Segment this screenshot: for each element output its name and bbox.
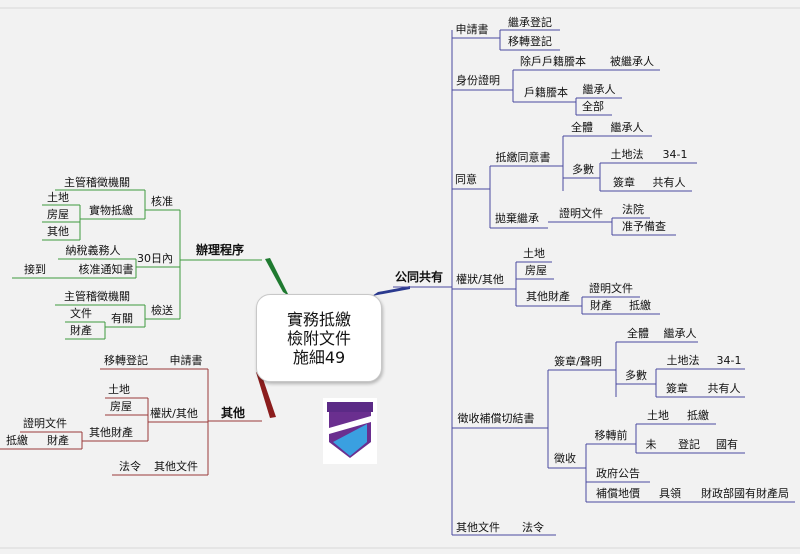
node-bureau[interactable]: 財政部國有財產局 [701, 487, 789, 500]
node-agreement[interactable]: 抵繳同意書 [495, 151, 551, 164]
node-apply-inherit[interactable]: 繼承登記 [508, 16, 552, 29]
node-in-kind[interactable]: 實物抵繳 [89, 204, 133, 217]
node-deed[interactable]: 權狀/其他 [456, 273, 504, 286]
node-other-offset[interactable]: 抵繳 [6, 434, 28, 447]
node-other-apply[interactable]: 申請書 [169, 354, 203, 367]
node-consent-coowner[interactable]: 共有人 [652, 176, 686, 189]
node-other-proof[interactable]: 證明文件 [23, 417, 67, 430]
node-apply-transfer[interactable]: 移轉登記 [508, 35, 552, 48]
node-consent-majority[interactable]: 多數 [572, 163, 594, 176]
node-identity[interactable]: 身份證明 [456, 74, 500, 87]
node-apply[interactable]: 申請書 [455, 23, 489, 36]
node-renounce-proof[interactable]: 證明文件 [559, 207, 603, 220]
node-other-land[interactable]: 土地 [108, 383, 130, 396]
node-register[interactable]: 登記 [678, 438, 700, 451]
node-other-law[interactable]: 法令 [119, 460, 141, 473]
branch-connector [256, 372, 276, 418]
node-decl-majority[interactable]: 多數 [625, 369, 647, 382]
node-other-docs-law[interactable]: 法令 [522, 521, 544, 534]
node-decl-land[interactable]: 土地 [647, 409, 669, 422]
node-within30[interactable]: 30日內 [137, 252, 173, 265]
node-consent-landlaw[interactable]: 土地法 [610, 148, 644, 161]
node-remove-household[interactable]: 除戶戶籍謄本 [520, 55, 586, 68]
central-topic-line-3: 施細49 [292, 347, 346, 367]
node-deed-proof[interactable]: 證明文件 [589, 282, 633, 295]
node-decedent[interactable]: 被繼承人 [610, 55, 654, 68]
node-approve-house[interactable]: 房屋 [47, 208, 69, 221]
node-gov-notice[interactable]: 政府公告 [596, 467, 640, 480]
central-topic-line-2: 檢附文件 [286, 328, 351, 348]
node-decl-heir[interactable]: 繼承人 [663, 327, 697, 340]
node-not-yet[interactable]: 未 [645, 438, 657, 451]
node-decl-landlaw[interactable]: 土地法 [666, 354, 700, 367]
organization-logo [323, 398, 377, 464]
node-deed-land[interactable]: 土地 [523, 247, 545, 260]
node-other-transfer[interactable]: 移轉登記 [104, 354, 148, 367]
node-send-property[interactable]: 財產 [70, 324, 92, 337]
node-decl-coowner[interactable]: 共有人 [707, 382, 741, 395]
node-deed-offset[interactable]: 抵繳 [629, 299, 651, 312]
node-approve-other[interactable]: 其他 [47, 225, 69, 238]
node-renounce[interactable]: 拋棄繼承 [495, 212, 539, 225]
node-decl-art[interactable]: 34-1 [716, 354, 742, 367]
node-declaration[interactable]: 徵收補償切結書 [457, 412, 535, 425]
node-decl-all[interactable]: 全體 [627, 327, 649, 340]
node-compensation[interactable]: 補償地價 [596, 487, 640, 500]
node-other-house[interactable]: 房屋 [110, 400, 132, 413]
node-decl-sign[interactable]: 簽章/聲明 [554, 355, 602, 368]
node-notice[interactable]: 核准通知書 [78, 263, 134, 276]
node-send[interactable]: 檢送 [151, 304, 173, 317]
node-identity-all[interactable]: 全部 [582, 100, 604, 113]
node-state[interactable]: 國有 [716, 438, 738, 451]
node-court[interactable]: 法院 [622, 203, 644, 216]
node-other-property[interactable]: 其他財產 [89, 426, 133, 439]
node-household[interactable]: 戶籍謄本 [524, 86, 568, 99]
node-expropriation[interactable]: 徵收 [554, 452, 576, 465]
node-other[interactable]: 其他 [220, 406, 246, 420]
node-other-property2[interactable]: 財產 [47, 434, 69, 447]
node-deed-other[interactable]: 其他財產 [526, 290, 570, 303]
central-topic-line-1: 實務抵繳 [286, 309, 351, 329]
node-other-docs[interactable]: 其他文件 [456, 521, 500, 534]
node-approve[interactable]: 核准 [151, 195, 173, 208]
node-deed-house[interactable]: 房屋 [525, 264, 547, 277]
node-other-otherdocs[interactable]: 其他文件 [154, 460, 198, 473]
node-approve-land[interactable]: 土地 [47, 191, 69, 204]
node-filed[interactable]: 准予備查 [622, 220, 666, 233]
node-send-docs[interactable]: 文件 [70, 307, 92, 320]
node-consent-heir[interactable]: 繼承人 [610, 121, 644, 134]
node-consent[interactable]: 同意 [455, 173, 477, 186]
node-approve-authority[interactable]: 主管稽徵機關 [64, 176, 130, 189]
node-procedure[interactable]: 辦理程序 [195, 243, 245, 257]
node-decl-offset[interactable]: 抵繳 [687, 409, 709, 422]
node-public[interactable]: 公同共有 [394, 270, 444, 284]
node-consent-sign[interactable]: 簽章 [613, 176, 635, 189]
central-topic[interactable]: 實務抵繳 檢附文件 施細49 [256, 294, 382, 382]
node-deed-property[interactable]: 財產 [590, 299, 612, 312]
node-decl-sign2[interactable]: 簽章 [666, 382, 688, 395]
node-receive-notice[interactable]: 接到 [24, 263, 46, 276]
node-consent-art[interactable]: 34-1 [662, 148, 688, 161]
node-receive[interactable]: 具領 [659, 487, 681, 500]
branch-connector [265, 258, 289, 296]
node-other-deed[interactable]: 權狀/其他 [150, 407, 198, 420]
branch-connector [372, 286, 410, 296]
node-send-authority[interactable]: 主管稽徵機關 [64, 290, 130, 303]
node-identity-heir[interactable]: 繼承人 [582, 83, 616, 96]
node-before-transfer[interactable]: 移轉前 [594, 429, 628, 442]
node-consent-all[interactable]: 全體 [571, 121, 593, 134]
node-related[interactable]: 有關 [111, 312, 133, 325]
node-taxpayer[interactable]: 納稅義務人 [65, 244, 121, 257]
logo-shield-icon [327, 402, 373, 458]
